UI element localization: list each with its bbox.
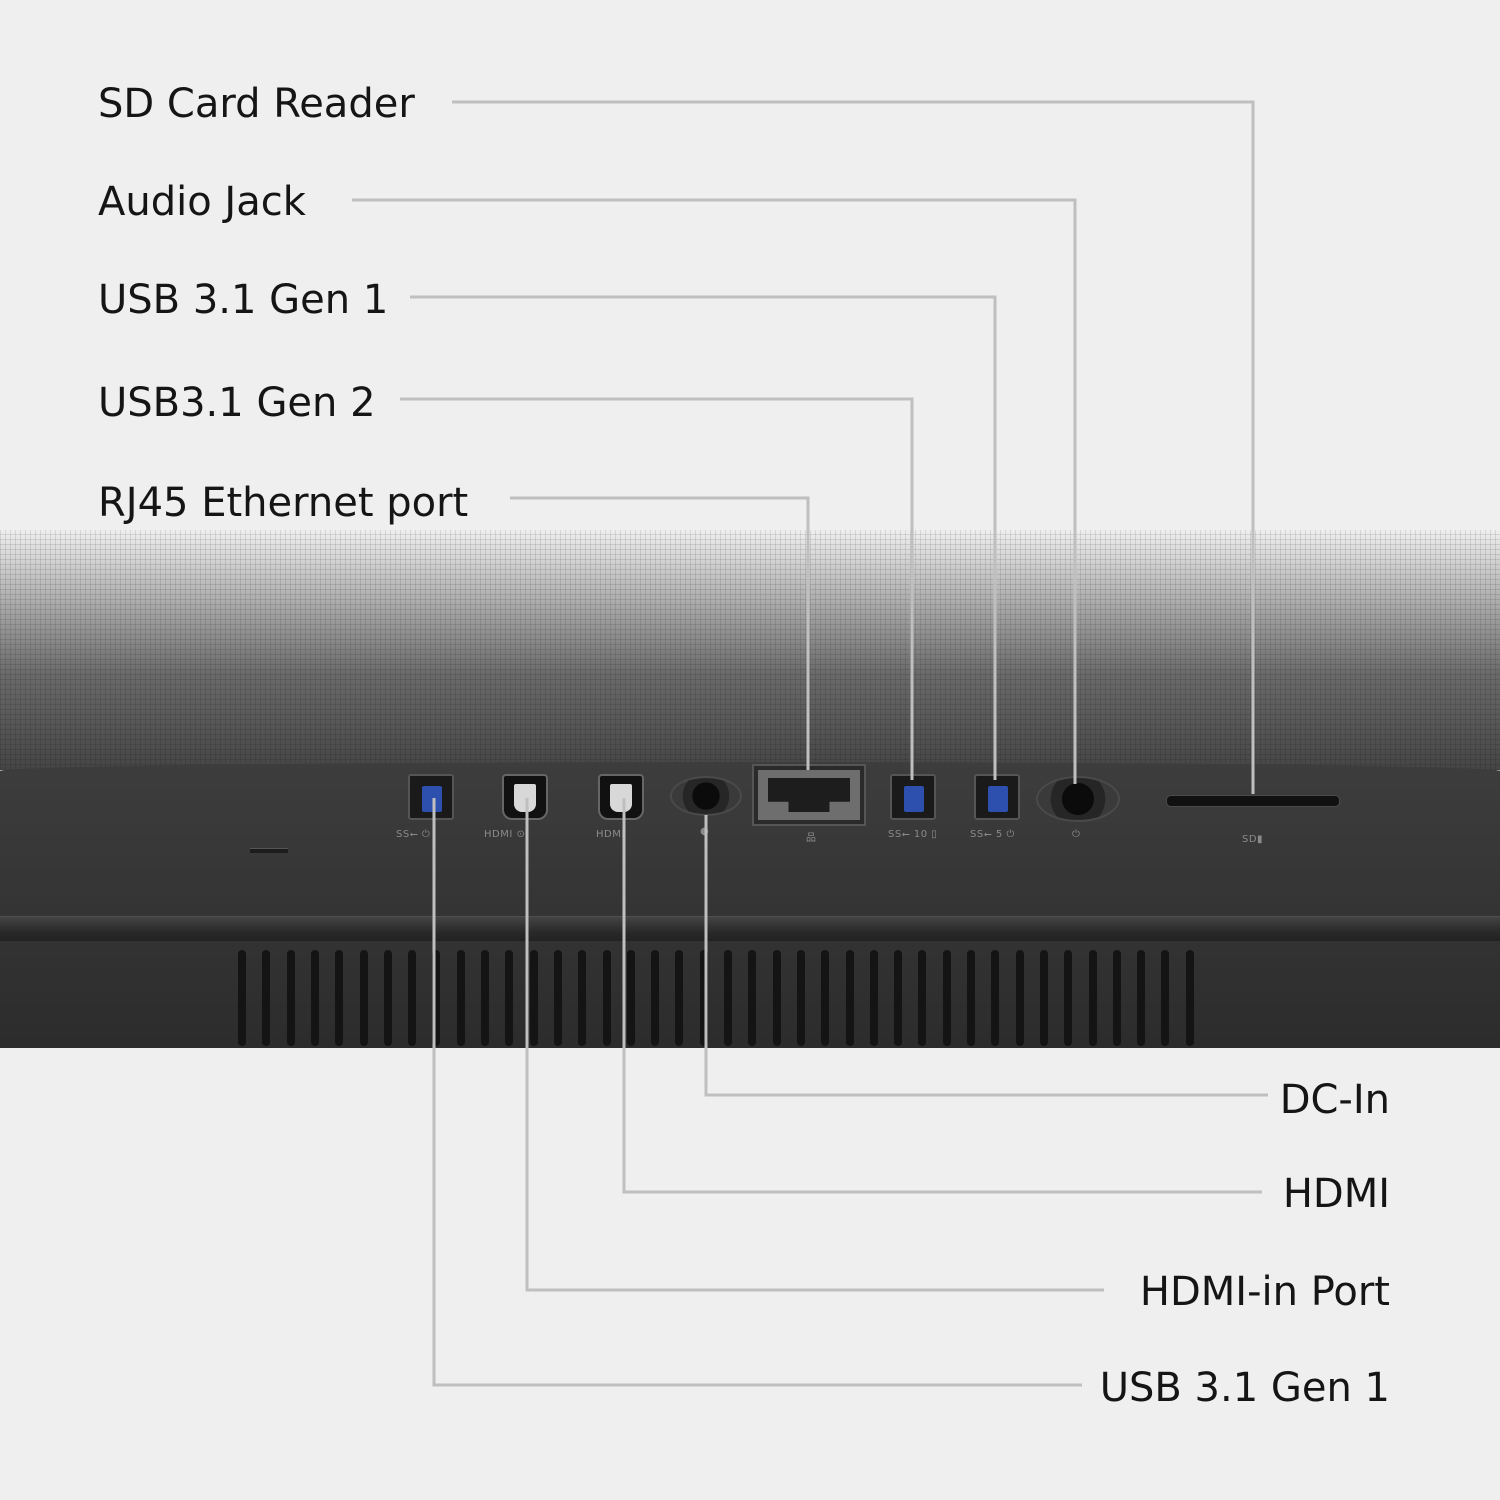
vent-slot	[359, 950, 368, 1046]
vent-slot	[481, 950, 489, 1046]
audio-jack-glyph: ⏻	[1072, 829, 1081, 840]
vent-slot	[869, 950, 878, 1046]
usb-gen2-glyph: SS⭠ 10 ▯	[888, 829, 938, 840]
vent-slot	[505, 950, 514, 1046]
vent-slot	[286, 950, 295, 1046]
dc-in-port	[670, 776, 742, 816]
vent-slot	[456, 950, 465, 1046]
sd-card-glyph: SD▮	[1242, 834, 1264, 845]
vent-slot	[1137, 950, 1146, 1046]
vent-slot	[967, 950, 975, 1046]
vent-slot	[578, 950, 587, 1046]
vent-slot	[408, 950, 417, 1046]
label-hdmi: HDMI	[1282, 1171, 1390, 1217]
vent-slot	[772, 950, 781, 1046]
vent-slot	[796, 950, 805, 1046]
vent-slot	[238, 950, 246, 1046]
vent-slot	[310, 950, 319, 1046]
label-rj45-ethernet: RJ45 Ethernet port	[98, 480, 469, 526]
vent-slot	[432, 950, 441, 1046]
vent-slot	[1064, 950, 1073, 1046]
vent-slot	[553, 950, 562, 1046]
vent-slot	[383, 950, 392, 1046]
sd-card-slot	[1166, 795, 1340, 807]
vent-slot	[262, 950, 271, 1046]
label-usb-gen1-left: USB 3.1 Gen 1	[1099, 1365, 1390, 1411]
vent-slot	[675, 950, 684, 1046]
label-usb-gen2: USB3.1 Gen 2	[98, 380, 376, 426]
vent-slot	[699, 950, 708, 1046]
dc-in-glyph: ●	[700, 826, 710, 837]
vent-slot	[1039, 950, 1048, 1046]
label-audio-jack: Audio Jack	[98, 179, 306, 225]
vent-slot	[651, 950, 660, 1046]
vent-slot	[748, 950, 757, 1046]
vent-slot	[1185, 950, 1194, 1046]
vent-slot	[845, 950, 854, 1046]
usb-port-left	[408, 774, 454, 820]
label-dc-in: DC-In	[1279, 1077, 1390, 1123]
vent-slot	[942, 950, 951, 1046]
rj45-glyph: 品	[806, 833, 817, 844]
vent-slot	[991, 950, 1000, 1046]
usb-gen2-port	[890, 774, 936, 820]
label-sd-card-reader: SD Card Reader	[98, 81, 415, 127]
label-usb-gen1-rear: USB 3.1 Gen 1	[98, 277, 389, 323]
status-light	[250, 848, 288, 853]
vent-slot	[335, 950, 344, 1046]
hdmi-port	[598, 774, 644, 820]
vent-slot	[894, 950, 903, 1046]
hdmi-in-port	[502, 774, 548, 820]
label-hdmi-in-port: HDMI-in Port	[1139, 1269, 1390, 1315]
hdmi-glyph: HDMI	[596, 829, 625, 840]
usb-gen1-rear-glyph: SS⭠ 5 ⏻	[970, 829, 1015, 840]
usb-port-left-glyph: SS⭠ ⏻	[396, 829, 431, 840]
vent-slot	[821, 950, 830, 1046]
usb-gen1-port-rear	[974, 774, 1020, 820]
vent-slot	[1161, 950, 1170, 1046]
vent-grille	[238, 950, 1213, 1046]
vent-slot	[626, 950, 635, 1046]
device-ledge	[0, 916, 1500, 941]
vent-slot	[529, 950, 538, 1046]
vent-slot	[1088, 950, 1097, 1046]
device-top-panel	[0, 530, 1500, 770]
vent-slot	[1015, 950, 1024, 1046]
vent-slot	[918, 950, 927, 1046]
hdmi-in-glyph: HDMI ⊙	[484, 829, 526, 840]
audio-jack-port	[1036, 776, 1120, 822]
vent-slot	[602, 950, 611, 1046]
vent-slot	[1112, 950, 1121, 1046]
vent-slot	[724, 950, 732, 1046]
rj45-ethernet-port	[752, 764, 866, 826]
